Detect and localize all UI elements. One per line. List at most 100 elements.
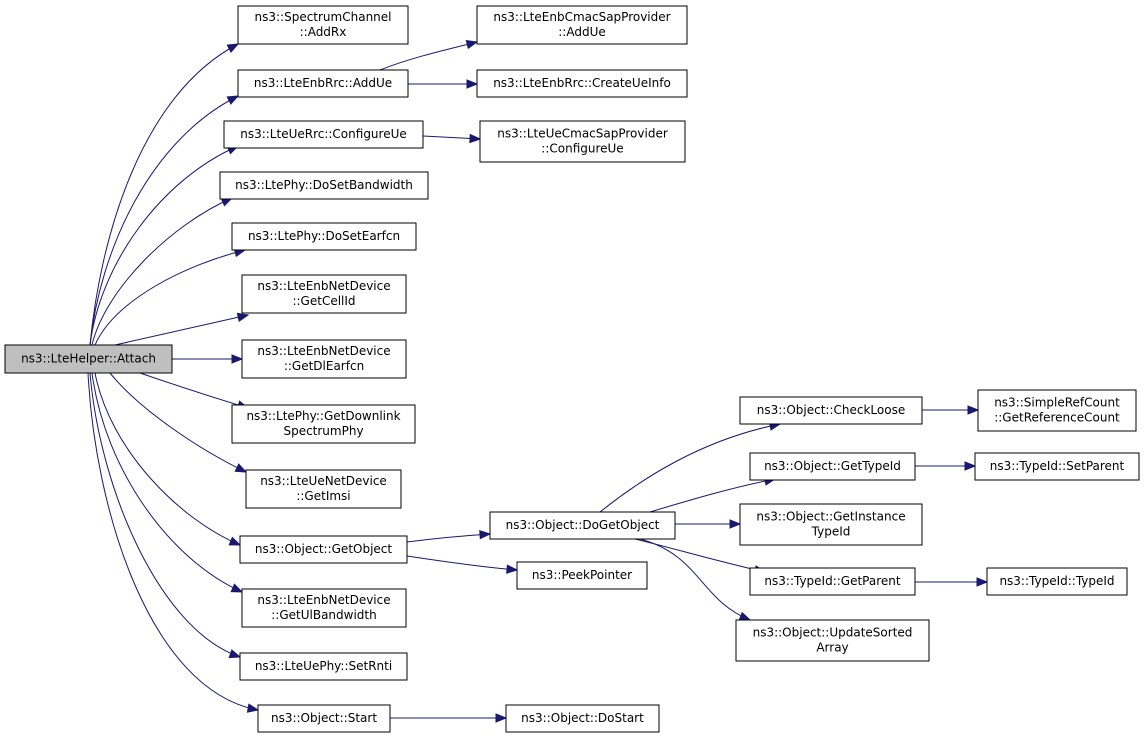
- node-getdlearfcn[interactable]: ns3::LteEnbNetDevice::GetDlEarfcn: [241, 339, 407, 379]
- node-dosetbw[interactable]: ns3::LtePhy::DoSetBandwidth: [219, 171, 429, 200]
- node-label: ns3::Object::Start: [271, 711, 377, 725]
- node-label: ns3::PeekPointer: [532, 568, 632, 582]
- node-label: ns3::LteEnbNetDevice: [257, 593, 390, 607]
- edge-attach-start: [87, 372, 260, 713]
- node-box[interactable]: [974, 452, 1140, 481]
- node-box[interactable]: [231, 222, 417, 251]
- node-label: ::GetImsi: [296, 489, 350, 503]
- arrowhead-icon: [228, 536, 242, 546]
- node-box[interactable]: [237, 5, 409, 45]
- node-configureue[interactable]: ns3::LteUeRrc::ConfigureUe: [223, 120, 424, 149]
- node-getulbw[interactable]: ns3::LteEnbNetDevice::GetUlBandwidth: [241, 588, 407, 628]
- node-label: ns3::LteUePhy::SetRnti: [255, 659, 392, 673]
- edge-dogetobject-updatesorted: [639, 538, 752, 621]
- arrowhead-icon: [506, 564, 519, 574]
- node-getcellid[interactable]: ns3::LteEnbNetDevice::GetCellId: [241, 274, 407, 314]
- node-box[interactable]: [239, 652, 408, 681]
- node-label: ns3::LtePhy::DoSetEarfcn: [248, 229, 400, 243]
- arrowhead-icon: [495, 713, 508, 723]
- node-label: ns3::LteEnbNetDevice: [257, 344, 390, 358]
- node-box[interactable]: [241, 588, 407, 628]
- node-label: ::GetCellId: [292, 294, 355, 308]
- node-cmacaddue[interactable]: ns3::LteEnbCmacSapProvider::AddUe: [476, 5, 688, 45]
- edge-attach-setrnti: [89, 372, 242, 659]
- node-dostart[interactable]: ns3::Object::DoStart: [505, 704, 660, 733]
- node-box[interactable]: [977, 389, 1137, 432]
- edge-line: [599, 423, 781, 513]
- node-box[interactable]: [223, 120, 424, 149]
- arrowhead-icon: [231, 354, 244, 364]
- edge-checkloose-getrefcount: [922, 405, 980, 415]
- node-createueinfo[interactable]: ns3::LteEnbRrc::CreateUeInfo: [476, 69, 688, 98]
- edge-enbaddue-cmacaddue: [379, 39, 479, 71]
- node-label: Array: [816, 641, 848, 655]
- node-box[interactable]: [489, 511, 676, 540]
- node-getimsi[interactable]: ns3::LteUeNetDevice::GetImsi: [245, 469, 402, 509]
- node-peekpointer[interactable]: ns3::PeekPointer: [516, 561, 648, 590]
- node-box[interactable]: [257, 704, 391, 733]
- node-box[interactable]: [476, 69, 688, 98]
- node-box[interactable]: [986, 567, 1128, 596]
- arrowhead-icon: [465, 39, 479, 50]
- edge-line: [94, 249, 246, 346]
- node-box[interactable]: [739, 396, 923, 425]
- edge-getparent-typeid: [915, 577, 989, 587]
- node-box[interactable]: [231, 404, 416, 444]
- node-addrx[interactable]: ns3::SpectrumChannel::AddRx: [237, 5, 409, 45]
- node-label: ns3::LteUeNetDevice: [260, 474, 387, 488]
- node-box[interactable]: [241, 339, 407, 379]
- node-box[interactable]: [245, 469, 402, 509]
- edge-line: [139, 372, 249, 409]
- node-setrnti[interactable]: ns3::LteUePhy::SetRnti: [239, 652, 408, 681]
- node-start[interactable]: ns3::Object::Start: [257, 704, 391, 733]
- node-getparent[interactable]: ns3::TypeId::GetParent: [749, 567, 916, 596]
- node-box[interactable]: [237, 69, 409, 98]
- node-label: ns3::LteHelper::Attach: [21, 352, 156, 366]
- edge-getobject-dogetobject: [406, 529, 492, 543]
- node-gettypeid[interactable]: ns3::Object::GetTypeId: [749, 452, 916, 481]
- node-typeid[interactable]: ns3::TypeId::TypeId: [986, 567, 1128, 596]
- node-dogetobject[interactable]: ns3::Object::DoGetObject: [489, 511, 676, 540]
- node-box[interactable]: [479, 120, 686, 163]
- edge-getobject-peekpointer: [406, 555, 519, 574]
- node-setparent[interactable]: ns3::TypeId::SetParent: [974, 452, 1140, 481]
- node-box[interactable]: [4, 344, 173, 374]
- node-uecmaccfg[interactable]: ns3::LteUeCmacSapProvider::ConfigureUe: [479, 120, 686, 163]
- node-label: ns3::Object::DoGetObject: [506, 518, 660, 532]
- arrowhead-icon: [976, 577, 989, 587]
- arrowhead-icon: [230, 583, 244, 593]
- edge-line: [91, 372, 243, 593]
- node-box[interactable]: [749, 452, 916, 481]
- arrowhead-icon: [234, 463, 248, 473]
- node-enbaddue[interactable]: ns3::LteEnbRrc::AddUe: [237, 69, 409, 98]
- node-box[interactable]: [241, 274, 407, 314]
- node-box[interactable]: [739, 503, 923, 546]
- node-box[interactable]: [735, 619, 930, 662]
- nodes-layer: ns3::LteHelper::Attach ns3::SpectrumChann…: [4, 5, 1140, 733]
- node-box[interactable]: [219, 171, 429, 200]
- edge-line: [89, 372, 241, 658]
- node-label: ns3::TypeId::SetParent: [990, 459, 1125, 473]
- node-box[interactable]: [505, 704, 660, 733]
- node-getobject[interactable]: ns3::Object::GetObject: [239, 535, 408, 564]
- node-label: ns3::Object::GetTypeId: [764, 459, 901, 473]
- node-box[interactable]: [239, 535, 408, 564]
- edge-line: [89, 43, 239, 346]
- node-attach[interactable]: ns3::LteHelper::Attach: [4, 344, 173, 374]
- node-box[interactable]: [749, 567, 916, 596]
- node-doseteaf[interactable]: ns3::LtePhy::DoSetEarfcn: [231, 222, 417, 251]
- arrowhead-icon: [226, 95, 240, 105]
- node-label: ns3::TypeId::GetParent: [764, 574, 900, 588]
- node-label: ns3::LteUeCmacSapProvider: [497, 127, 668, 141]
- node-label: ns3::Object::CheckLoose: [757, 403, 905, 417]
- node-box[interactable]: [476, 5, 688, 45]
- node-label: ::AddRx: [300, 25, 347, 39]
- node-label: ::AddUe: [558, 25, 605, 39]
- node-getrefcount[interactable]: ns3::SimpleRefCount::GetReferenceCount: [977, 389, 1137, 432]
- node-checkloose[interactable]: ns3::Object::CheckLoose: [739, 396, 923, 425]
- edge-line: [406, 555, 518, 571]
- node-box[interactable]: [516, 561, 648, 590]
